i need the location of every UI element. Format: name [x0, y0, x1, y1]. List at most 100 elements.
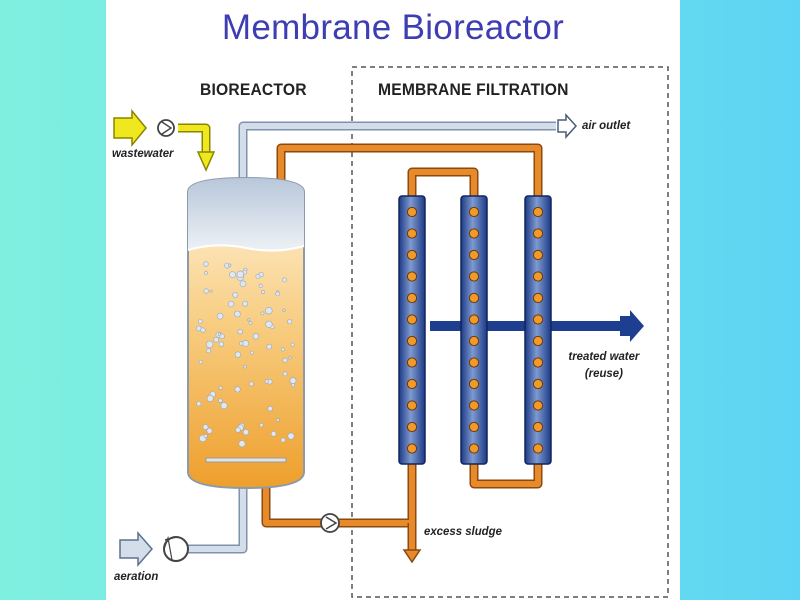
membrane-fiber: [468, 228, 480, 239]
membrane-fiber: [532, 378, 544, 390]
air-bubble: [235, 427, 241, 433]
membrane-fiber: [406, 314, 418, 325]
treated-water-arrow: [620, 310, 644, 342]
air-bubble: [280, 437, 286, 443]
air-bubble: [228, 263, 232, 267]
air-bubble: [261, 290, 266, 295]
air-bubble: [203, 433, 208, 438]
air-bubble: [258, 283, 263, 288]
air-bubbles: [195, 261, 297, 448]
air-bubble: [248, 381, 254, 387]
bioreactor-heading: BIOREACTOR: [200, 80, 307, 99]
air-bubble: [202, 424, 209, 430]
air-bubble: [281, 277, 287, 283]
membrane-fibers: [406, 206, 544, 454]
membrane-fiber: [532, 443, 544, 454]
membrane-fiber: [468, 249, 480, 261]
air-bubble: [255, 273, 261, 279]
air-bubble: [275, 291, 280, 297]
air-bubble: [205, 340, 214, 349]
sludge-outflow-arrow: [402, 549, 422, 564]
air-outlet-label: air outlet: [582, 118, 631, 132]
membrane-fiber: [532, 314, 544, 325]
membrane-fiber: [406, 378, 418, 390]
air-bubble: [209, 289, 213, 293]
air-bubble: [270, 430, 277, 437]
air-bubble: [282, 357, 288, 363]
air-bubble: [217, 332, 221, 336]
air-bubble: [276, 418, 280, 423]
air-bubble: [203, 288, 209, 294]
aeration-diffuser: [205, 457, 287, 463]
membrane-fiber: [532, 421, 544, 433]
pump-icon: [320, 513, 340, 533]
membrane-fiber: [532, 271, 544, 282]
air-bubble: [266, 343, 272, 350]
air-bubble: [234, 351, 241, 358]
air-bubble: [248, 320, 253, 325]
air-bubble: [242, 429, 249, 436]
air-bubble: [264, 379, 269, 384]
air-bubble: [249, 350, 254, 355]
air-bubble: [267, 406, 273, 412]
membrane-module-1: [398, 195, 426, 465]
excess-sludge-label: excess sludge: [424, 524, 502, 538]
air-pipe-outline: [238, 121, 556, 182]
membrane-fiber: [468, 357, 480, 368]
membrane-fiber: [406, 271, 418, 282]
mbr-diagram: BIOREACTOR MEMBRANE FILTRATION wastewate…: [106, 60, 680, 600]
membrane-fiber: [468, 400, 480, 411]
air-bubble: [229, 271, 237, 279]
air-bubble: [200, 327, 206, 333]
aeration-inflow-arrow: [119, 531, 153, 567]
air-bubble: [280, 347, 285, 352]
air-bubble: [239, 280, 247, 288]
air-bubble: [265, 320, 273, 328]
air-bubble: [290, 342, 295, 347]
membrane-filtration-boundary: [351, 66, 669, 598]
treated-water-label: treated water: [568, 349, 640, 363]
air-bubble: [206, 394, 214, 402]
membrane-fiber: [532, 206, 544, 218]
air-bubble: [234, 310, 241, 318]
air-bubble: [243, 364, 247, 369]
air-bubble: [242, 300, 249, 307]
membrane-fiber: [468, 335, 480, 347]
membrane-fiber: [532, 228, 544, 239]
membrane-fiber: [406, 228, 418, 239]
air-bubble: [219, 333, 225, 340]
membrane-fiber: [468, 378, 480, 390]
air-bubble: [260, 311, 265, 316]
membrane-module-3: [524, 195, 552, 465]
membrane-fiber: [406, 249, 418, 261]
membrane-fiber: [468, 271, 480, 282]
air-outlet-arrow: [557, 113, 578, 139]
membrane-fiber: [532, 249, 544, 261]
bioreactor-tank: [187, 176, 305, 490]
module-connector-bottom: [471, 460, 541, 487]
membrane-fiber: [406, 335, 418, 347]
wastewater-pipe: [178, 125, 209, 152]
air-bubble: [204, 271, 208, 275]
air-bubble: [234, 386, 241, 393]
air-bubble: [206, 348, 212, 354]
air-bubble: [206, 427, 213, 434]
air-bubble: [252, 333, 260, 340]
membrane-fiber: [406, 421, 418, 433]
membrane-fiber: [468, 443, 480, 454]
air-bubble: [282, 371, 288, 377]
wastewater-pipe-outline: [178, 123, 211, 152]
membrane-fiber: [468, 421, 480, 433]
air-bubble: [287, 319, 293, 325]
air-bubble: [227, 300, 235, 308]
air-bubble: [220, 402, 228, 410]
inlet-pump-icon: [157, 119, 175, 137]
air-bubble: [198, 359, 203, 365]
air-bubble: [203, 261, 209, 267]
membrane-module-2: [460, 195, 488, 465]
membrane-fiber: [406, 443, 418, 454]
membrane-fiber: [532, 357, 544, 368]
air-bubble: [196, 401, 202, 407]
liquid-surface: [187, 244, 305, 252]
air-bubble: [287, 432, 295, 440]
